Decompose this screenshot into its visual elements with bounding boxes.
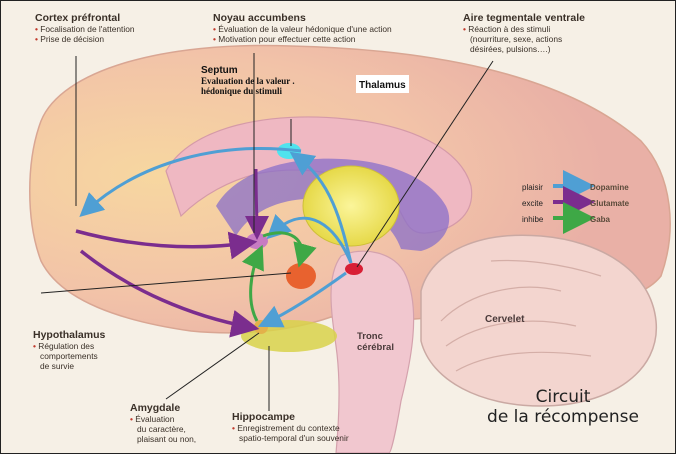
- dopamine-pathway-hippocampus: [257, 271, 347, 328]
- hypothalamus-title: Hypothalamus: [33, 329, 106, 341]
- noyau-title: Noyau accumbens: [213, 12, 306, 24]
- hippocampe-title: Hippocampe: [232, 411, 296, 423]
- hypothalamus-extra: de survie: [40, 361, 74, 371]
- cortex-item: Prise de décision: [35, 34, 135, 44]
- legend-word: excite: [522, 199, 543, 208]
- noyau-item: Motivation pour effectuer cette action: [213, 34, 392, 44]
- dopamine-pathway-cortex: [79, 147, 302, 218]
- septum-label: Septum Evaluation de la valeur . hédoniq…: [201, 65, 295, 96]
- aire-label: Aire tegmentale ventrale Réaction à des …: [463, 12, 585, 54]
- legend-label: Dopamine: [590, 183, 629, 192]
- hippocampe-label: Hippocampe Enregistrement du contexte sp…: [232, 411, 349, 443]
- thalamus-title: Thalamus: [359, 80, 406, 91]
- amygdale-item: Évaluation: [130, 414, 196, 424]
- hypothalamus-body: [286, 263, 316, 289]
- amygdale-extra: du caractère,: [137, 424, 186, 434]
- cortex-item: Focalisation de l'attention: [35, 24, 134, 34]
- cortex-label: Cortex préfrontal Focalisation de l'atte…: [35, 12, 135, 44]
- glutamate-pathway-1: [75, 229, 258, 260]
- thalamus-label: Thalamus: [356, 75, 409, 93]
- caption-line-1: Circuit: [535, 387, 591, 407]
- noyau-item: Évaluation de la valeur hédonique d'une …: [213, 24, 391, 34]
- caption: Circuit de la récompense: [463, 387, 663, 427]
- dopamine-pathway-septum: [289, 151, 353, 264]
- caption-line-2: de la récompense: [487, 407, 639, 427]
- hypothalamus-label: Hypothalamus Régulation des comportement…: [33, 329, 105, 371]
- gaba-pathway-1: [262, 231, 317, 268]
- aire-extra: (nourriture, sexe, actions: [470, 34, 563, 44]
- amygdale-title: Amygdale: [130, 402, 181, 414]
- cervelet-label: Cervelet: [485, 314, 524, 325]
- hypothalamus-item: Régulation des: [33, 341, 105, 351]
- tronc-label: Tronc cérébral: [357, 331, 394, 353]
- vta-body: [345, 263, 363, 275]
- septum-line: Evaluation de la valeur .: [201, 76, 295, 86]
- gaba-pathway-2: [241, 244, 264, 322]
- aire-title: Aire tegmentale ventrale: [463, 12, 585, 24]
- amygdale-label: Amygdale Évaluation du caractère, plaisa…: [130, 402, 196, 444]
- septum-line: hédonique du stimuli: [201, 86, 283, 96]
- legend-word: plaisir: [522, 183, 543, 192]
- amygdale-extra: plaisant ou non,: [137, 434, 197, 444]
- glutamate-pathway-2: [79, 249, 260, 338]
- legend-word: inhibe: [522, 215, 544, 224]
- hippocampe-extra: spatio-temporal d'un souvenir: [239, 433, 349, 443]
- aire-extra: désirées, pulsions….): [470, 44, 551, 54]
- cortex-title: Cortex préfrontal: [35, 12, 121, 24]
- aire-item: Réaction à des stimuli: [463, 24, 585, 34]
- hippocampe-item: Enregistrement du contexte: [232, 423, 349, 433]
- legend-label: Glutamate: [590, 199, 630, 208]
- glutamate-pathway-3: [244, 168, 269, 240]
- hypothalamus-extra: comportements: [40, 351, 98, 361]
- tronc-line: cérébral: [357, 342, 394, 353]
- tronc-line: Tronc: [357, 331, 383, 342]
- cervelet-title: Cervelet: [485, 314, 525, 325]
- dopamine-pathway-accumbens: [266, 213, 353, 264]
- septum-title: Septum: [201, 65, 238, 76]
- legend-label: Gaba: [590, 215, 611, 224]
- noyau-label: Noyau accumbens Évaluation de la valeur …: [213, 12, 392, 44]
